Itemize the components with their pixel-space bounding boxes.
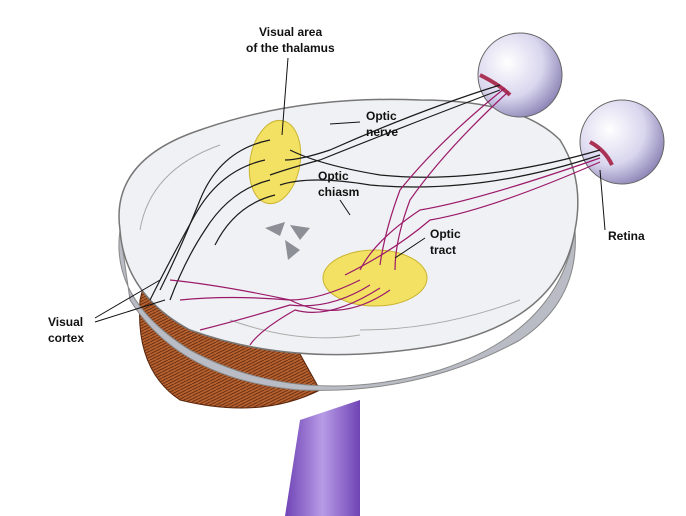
brainstem (285, 400, 360, 516)
label-thalamus-1: Visual area (259, 25, 322, 39)
eye-upper (477, 32, 563, 118)
label-optic-chiasm-2: chiasm (318, 185, 359, 199)
label-optic-tract-1: Optic (430, 227, 461, 241)
left-pathway-fibers (149, 84, 601, 301)
ventricle (265, 222, 310, 260)
label-optic-nerve-2: nerve (366, 125, 398, 139)
eye-lower (579, 99, 665, 185)
label-visual-cortex-1: Visual (48, 315, 83, 329)
brain-slice (118, 98, 579, 356)
label-optic-tract-2: tract (430, 243, 456, 257)
label-retina: Retina (608, 229, 645, 243)
label-visual-cortex-2: cortex (48, 331, 84, 345)
label-optic-nerve-1: Optic (366, 109, 397, 123)
optic-tract-area (322, 249, 428, 307)
leader-lines (94, 57, 606, 323)
label-optic-chiasm-1: Optic (318, 169, 349, 183)
label-thalamus-2: of the thalamus (246, 41, 335, 55)
right-pathway-fibers (169, 87, 601, 346)
